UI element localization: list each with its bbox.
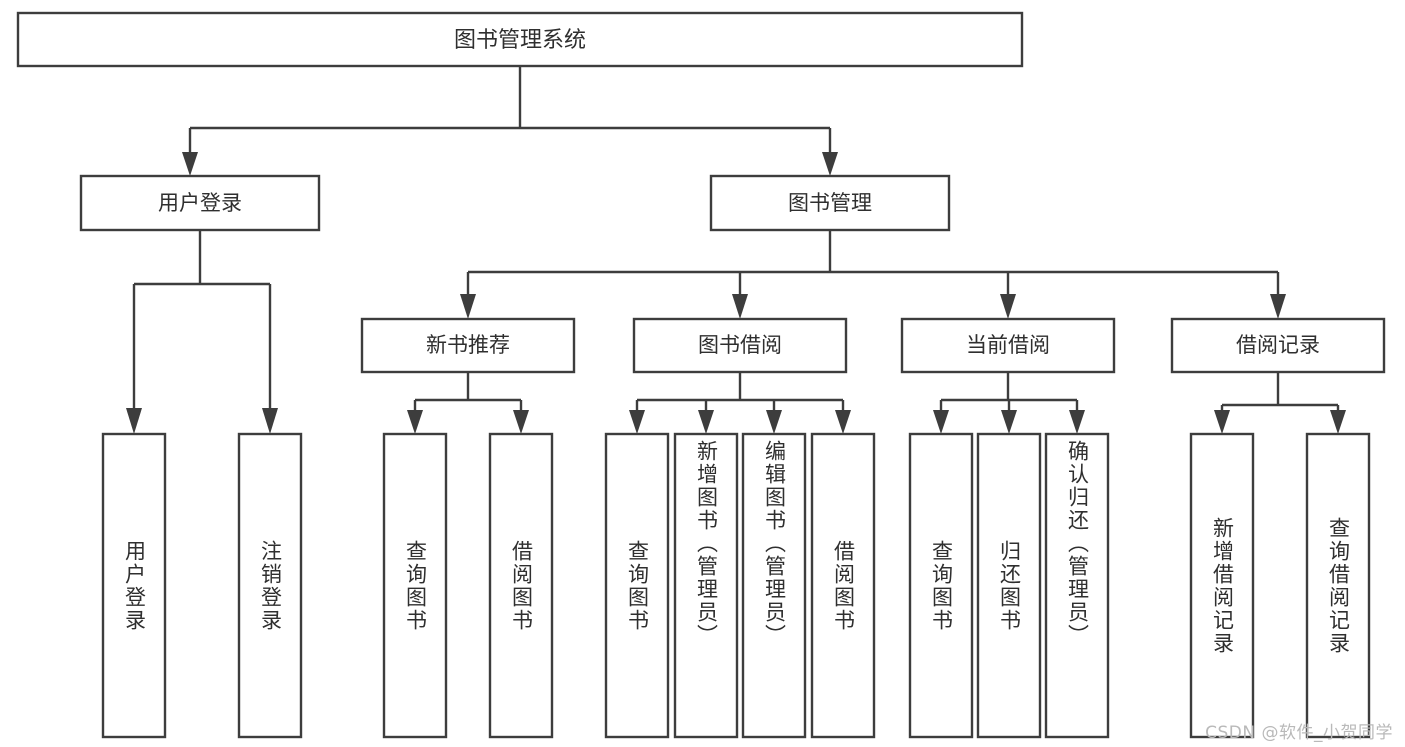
- node-new-book-recommend-box[interactable]: [360, 317, 576, 374]
- leaf-borrow-edit-box[interactable]: [741, 432, 807, 739]
- node-root[interactable]: 图书管理系统: [16, 11, 1024, 68]
- arrow-bm-c1: [460, 294, 476, 319]
- leaf-current-confirm-box[interactable]: [1044, 432, 1110, 739]
- arrow-nb-c1: [407, 410, 423, 434]
- node-book-management-label: 图书管理: [788, 191, 872, 215]
- leaf-logout-box[interactable]: [237, 432, 303, 739]
- node-root-label: 图书管理系统: [454, 28, 586, 53]
- arrow-login-c1: [126, 408, 142, 434]
- node-user-login[interactable]: 用户登录: [79, 174, 321, 232]
- node-book-management[interactable]: 图书管理: [709, 174, 951, 232]
- arrow-nb-c2: [513, 410, 529, 434]
- node-new-book-recommend[interactable]: 新书推荐: [360, 317, 576, 374]
- node-book-management-box[interactable]: [709, 174, 951, 232]
- arrow-root-to-login: [182, 152, 198, 176]
- leaf-current-return-box[interactable]: [976, 432, 1042, 739]
- watermark: CSDN @软件_小贺同学: [1205, 723, 1393, 743]
- arrow-root-to-bookmgmt: [822, 152, 838, 176]
- leaf-newbook-query-box[interactable]: [382, 432, 448, 739]
- arrow-bw-c3: [766, 410, 782, 434]
- arrow-bm-c3: [1000, 294, 1016, 319]
- arrow-bm-c2: [732, 294, 748, 319]
- node-root-box[interactable]: [16, 11, 1024, 68]
- arrow-bw-c2: [698, 410, 714, 434]
- arrow-login-c2: [262, 408, 278, 434]
- arrow-cb-c1: [933, 410, 949, 434]
- node-book-borrow-label: 图书借阅: [698, 333, 782, 357]
- leaf-record-query-box[interactable]: [1305, 432, 1371, 739]
- arrow-bw-c1: [629, 410, 645, 434]
- arrow-bm-c4: [1270, 294, 1286, 319]
- arrow-rc-c1: [1214, 410, 1230, 434]
- node-book-borrow-box[interactable]: [632, 317, 848, 374]
- node-borrow-record-box[interactable]: [1170, 317, 1386, 374]
- arrow-rc-c2: [1330, 410, 1346, 434]
- node-borrow-record[interactable]: 借阅记录: [1170, 317, 1386, 374]
- leaf-borrow-query-box[interactable]: [604, 432, 670, 739]
- arrow-cb-c3: [1069, 410, 1085, 434]
- leaf-current-query-box[interactable]: [908, 432, 974, 739]
- leaf-newbook-borrow-box[interactable]: [488, 432, 554, 739]
- node-current-borrow-label: 当前借阅: [966, 333, 1050, 357]
- node-current-borrow[interactable]: 当前借阅: [900, 317, 1116, 374]
- node-current-borrow-box[interactable]: [900, 317, 1116, 374]
- node-borrow-record-label: 借阅记录: [1236, 333, 1320, 357]
- leaf-record-add-box[interactable]: [1189, 432, 1255, 739]
- connector-layer: [126, 66, 1346, 434]
- node-user-login-label: 用户登录: [158, 191, 242, 215]
- node-book-borrow[interactable]: 图书借阅: [632, 317, 848, 374]
- leaf-borrow-lend-box[interactable]: [810, 432, 876, 739]
- arrow-bw-c4: [835, 410, 851, 434]
- leaf-borrow-add-box[interactable]: [673, 432, 739, 739]
- node-user-login-box[interactable]: [79, 174, 321, 232]
- leaf-user-login-box[interactable]: [101, 432, 167, 739]
- arrow-cb-c2: [1001, 410, 1017, 434]
- node-new-book-recommend-label: 新书推荐: [426, 333, 510, 357]
